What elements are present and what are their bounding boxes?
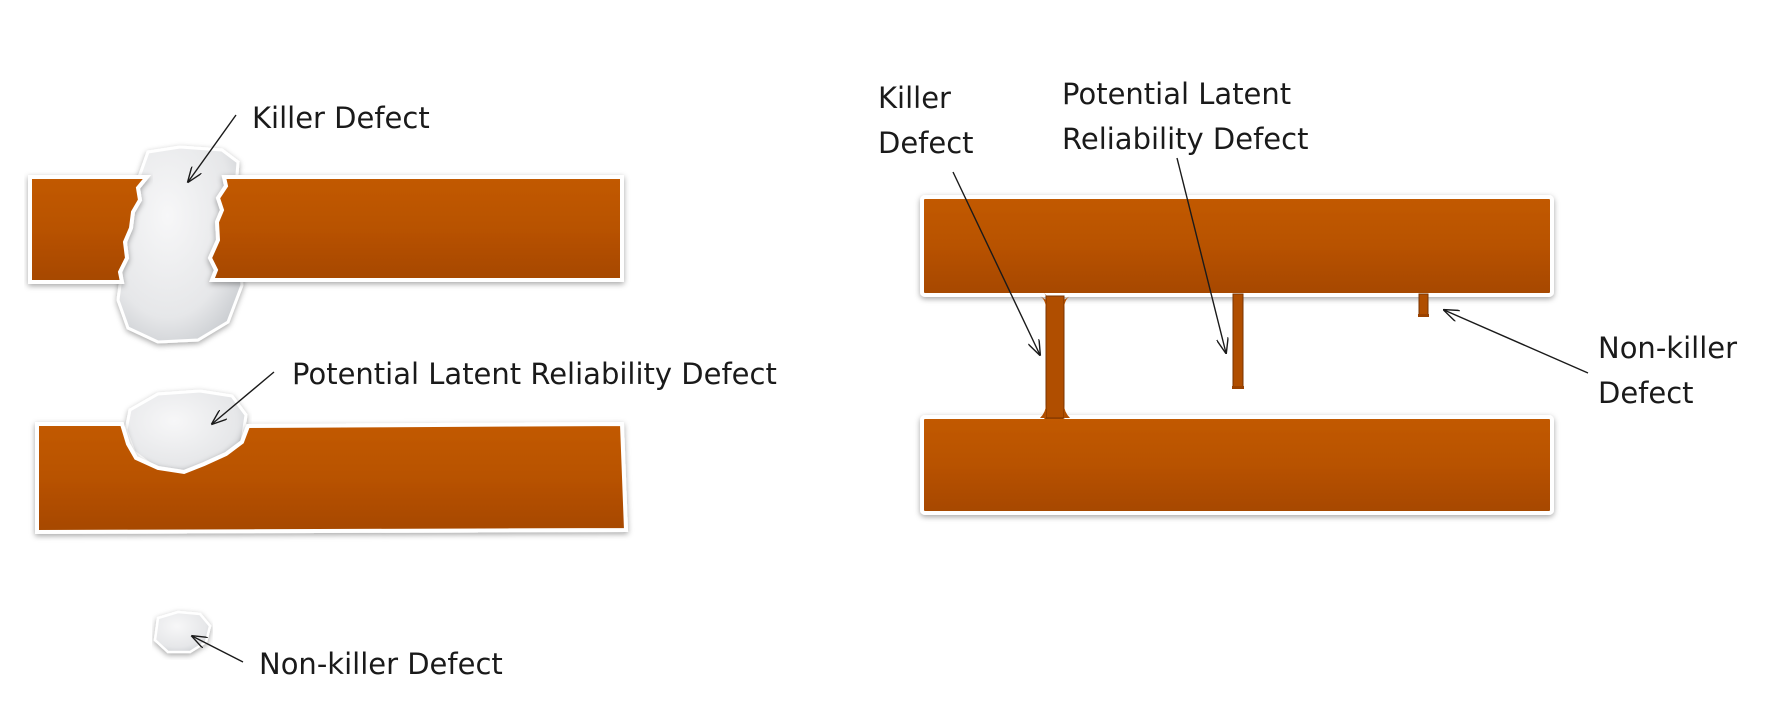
right-latent-label-line1: Potential Latent xyxy=(1062,77,1291,111)
right-nonkiller-label-line2: Defect xyxy=(1598,376,1694,410)
right-latent-label-line2: Reliability Defect xyxy=(1062,122,1308,156)
copper-line-lower xyxy=(920,415,1554,515)
right-nonkiller-label-line1: Non-killer xyxy=(1598,331,1737,365)
copper-line-bottom-with-notch xyxy=(35,421,629,535)
right-nonkiller-defect-label: Non-killer Defect xyxy=(1598,331,1746,410)
right-panel: Killer Defect Potential Latent Reliabili… xyxy=(878,77,1746,515)
nonkiller-defect-particle xyxy=(153,610,212,654)
latent-defect-arrow xyxy=(212,371,275,424)
left-killer-defect-label: Killer Defect xyxy=(252,101,430,135)
right-killer-label-line2: Defect xyxy=(878,126,974,160)
right-killer-defect-arrow xyxy=(952,171,1040,355)
copper-line-top-right-segment xyxy=(207,175,624,282)
right-latent-defect-arrow xyxy=(1176,157,1226,353)
copper-line-top-left-segment xyxy=(28,175,152,284)
killer-defect-bridge-body xyxy=(1045,295,1065,419)
left-nonkiller-defect-label: Non-killer Defect xyxy=(259,647,503,681)
right-latent-defect-label: Potential Latent Reliability Defect xyxy=(1062,77,1308,156)
right-nonkiller-defect-arrow xyxy=(1444,310,1589,374)
killer-defect-arrow xyxy=(188,114,237,182)
nonkiller-defect-arrow xyxy=(192,636,244,663)
nonkiller-defect-protrusion xyxy=(1418,293,1429,317)
latent-defect-protrusion xyxy=(1232,293,1244,389)
copper-line-upper xyxy=(920,195,1554,297)
left-panel: Killer Defect Potential Latent Reliabili… xyxy=(28,101,777,681)
left-latent-defect-label: Potential Latent Reliability Defect xyxy=(292,357,777,391)
right-killer-label-line1: Killer xyxy=(878,81,951,115)
right-killer-defect-label: Killer Defect xyxy=(878,81,974,160)
